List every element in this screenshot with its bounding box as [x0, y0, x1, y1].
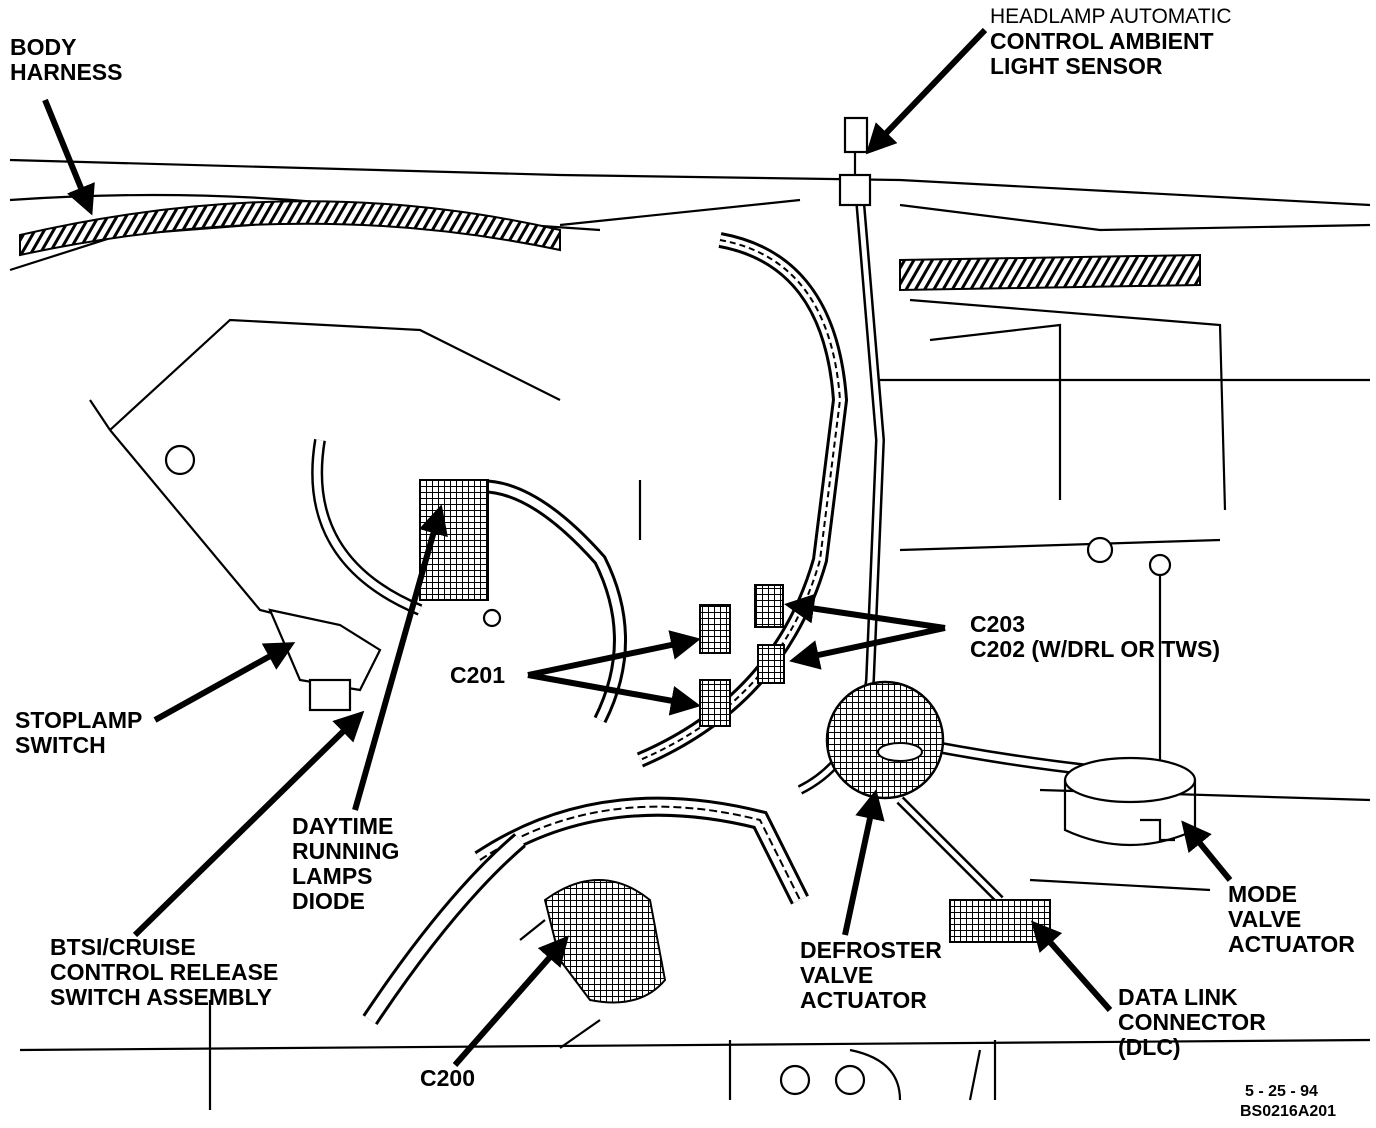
- label-line: C202 (W/DRL OR TWS): [970, 636, 1221, 662]
- data-link-connector-shape: [949, 899, 1051, 943]
- label-line: LIGHT SENSOR: [990, 53, 1163, 79]
- label-line: DATA LINK: [1118, 984, 1238, 1010]
- label-line: C201: [450, 662, 505, 688]
- body-harness-wire: [19, 198, 1201, 292]
- c200-label: C200: [420, 1066, 475, 1091]
- label-line: STOPLAMP: [15, 707, 143, 733]
- c203-label: C203 C202 (W/DRL OR TWS): [970, 612, 1220, 662]
- ambient-light-sensor-shape: [838, 116, 872, 207]
- label-line: SWITCH ASSEMBLY: [50, 984, 272, 1010]
- stoplamp-switch-shape: [268, 608, 382, 712]
- label-line: SWITCH: [15, 732, 106, 758]
- mode-valve-actuator-label: MODE VALVE ACTUATOR: [1228, 882, 1355, 957]
- label-line: CONTROL RELEASE: [50, 959, 279, 985]
- mode-valve-actuator-shape: [1063, 536, 1197, 847]
- label-line: CONTROL AMBIENT: [990, 28, 1214, 54]
- c200-connector-shape: [519, 879, 667, 1049]
- body-harness-label: BODY HARNESS: [10, 35, 122, 85]
- label-line: BTSI/CRUISE: [50, 934, 196, 960]
- label-line: HEADLAMP AUTOMATIC: [990, 5, 1232, 28]
- label-line: VALVE: [800, 962, 874, 988]
- label-line: C203: [970, 611, 1025, 637]
- defroster-valve-actuator-label: DEFROSTER VALVE ACTUATOR: [800, 938, 942, 1013]
- label-line: DEFROSTER: [800, 937, 942, 963]
- defroster-valve-actuator-shape: [825, 680, 945, 800]
- figure-date-text: 5 - 25 - 94: [1245, 1083, 1318, 1100]
- c201-label: C201: [450, 663, 505, 688]
- misc-fasteners: [164, 444, 982, 1101]
- stoplamp-switch-label: STOPLAMP SWITCH: [15, 708, 142, 758]
- drl-diode-label: DAYTIME RUNNING LAMPS DIODE: [292, 814, 399, 914]
- label-line: RUNNING: [292, 838, 400, 864]
- label-line: DIODE: [292, 888, 365, 914]
- c203-connector-shape: [754, 584, 784, 628]
- label-line: DAYTIME: [292, 813, 394, 839]
- data-link-connector-label: DATA LINK CONNECTOR (DLC): [1118, 985, 1266, 1060]
- c201-connector-shape: [699, 604, 731, 727]
- label-line: VALVE: [1228, 906, 1302, 932]
- ambient-light-sensor-label: HEADLAMP AUTOMATIC CONTROL AMBIENT LIGHT…: [990, 4, 1232, 79]
- label-line: C200: [420, 1065, 475, 1091]
- label-line: (DLC): [1118, 1034, 1181, 1060]
- label-line: ACTUATOR: [1228, 931, 1355, 957]
- label-line: LAMPS: [292, 863, 373, 889]
- figure-code-text: BS0216A201: [1240, 1103, 1337, 1120]
- label-line: CONNECTOR: [1118, 1009, 1266, 1035]
- label-line: ACTUATOR: [800, 987, 927, 1013]
- label-line: HARNESS: [10, 59, 123, 85]
- figure-code: BS0216A201: [1240, 1103, 1336, 1121]
- label-line: BODY: [10, 34, 77, 60]
- label-line: MODE: [1228, 881, 1297, 907]
- leader-arrows: [42, 27, 1233, 1067]
- figure-date: 5 - 25 - 94: [1245, 1083, 1318, 1101]
- btsi-switch-label: BTSI/CRUISE CONTROL RELEASE SWITCH ASSEM…: [50, 935, 278, 1010]
- c202-connector-shape: [757, 644, 785, 684]
